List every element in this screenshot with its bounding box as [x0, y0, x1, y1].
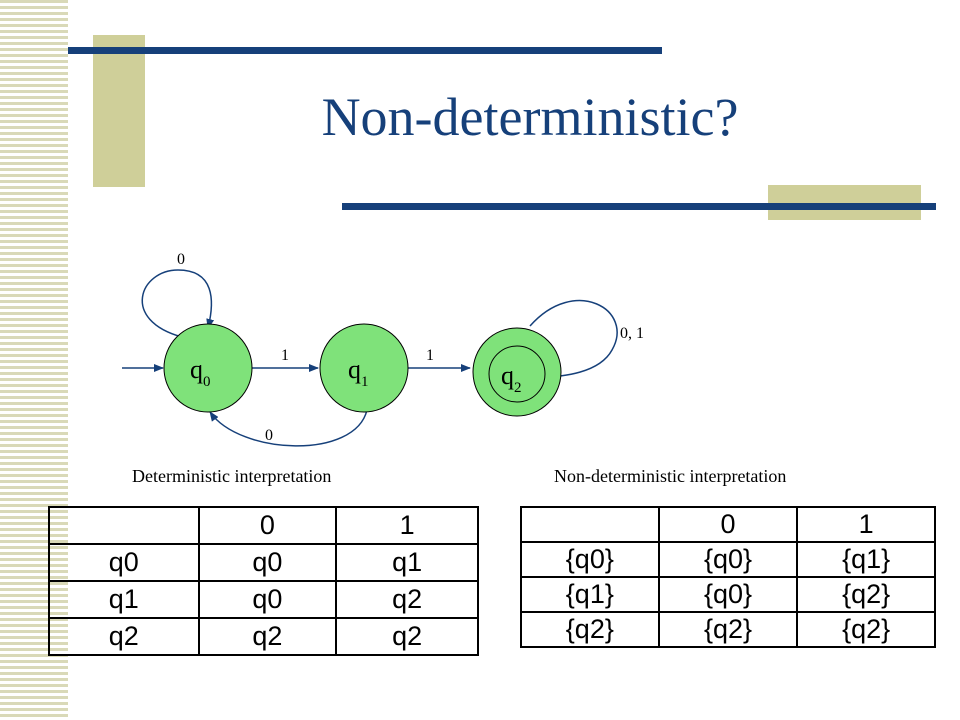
header-cell-corner	[520, 506, 660, 543]
table-row: q1 q0 q2	[48, 580, 479, 619]
slide-title: Non-deterministic?	[321, 87, 739, 147]
table-cell: {q0}	[657, 576, 799, 613]
header-cell-input-1: 1	[796, 506, 936, 543]
label-q2-self: 0, 1	[620, 325, 644, 342]
header-cell-input-0: 0	[657, 506, 799, 543]
table-row: q2 q2 q2	[48, 617, 479, 656]
state-cell: q0	[48, 543, 200, 582]
label-q1-to-q2: 1	[426, 347, 434, 364]
edge-q1-to-q0	[209, 409, 368, 447]
title-accent-block-right	[768, 185, 921, 220]
table-row: {q1} {q0} {q2}	[520, 576, 936, 613]
table-cell: {q1}	[796, 541, 936, 578]
title-rule-top	[68, 47, 662, 54]
title-accent-block-left	[93, 35, 145, 187]
table-cell: {q0}	[657, 541, 799, 578]
header-cell-input-1: 1	[335, 506, 479, 545]
table-cell: {q2}	[796, 611, 936, 648]
table-row: {q2} {q2} {q2}	[520, 611, 936, 648]
state-cell: q2	[48, 617, 200, 656]
table-header-row: 0 1	[520, 506, 936, 543]
state-q2-subscript: 2	[514, 380, 522, 396]
state-cell: {q1}	[520, 576, 660, 613]
title-rule-bottom	[342, 203, 936, 210]
table-cell: q0	[197, 543, 338, 582]
state-q2-accepting: q 2	[472, 327, 562, 417]
state-q1-label: q	[348, 355, 361, 384]
label-q0-to-q1: 1	[281, 347, 289, 364]
state-cell: {q0}	[520, 541, 660, 578]
deterministic-transition-table: 0 1 q0 q0 q1 q1 q0 q2 q2 q2 q2	[48, 506, 479, 656]
label-q1-to-q0: 0	[265, 427, 273, 444]
state-q2-label: q	[501, 361, 514, 390]
table-row: q0 q0 q1	[48, 543, 479, 582]
caption-deterministic: Deterministic interpretation	[132, 466, 332, 486]
edge-q2-self-loop	[529, 299, 618, 382]
state-q1-subscript: 1	[361, 374, 369, 390]
table-cell: {q2}	[657, 611, 799, 648]
table-cell: q0	[197, 580, 338, 619]
table-cell: q2	[197, 617, 338, 656]
label-q0-self: 0	[177, 251, 185, 268]
state-q1: q 1	[319, 323, 409, 413]
table-row: {q0} {q0} {q1}	[520, 541, 936, 578]
table-cell: {q2}	[796, 576, 936, 613]
nondeterministic-transition-table: 0 1 {q0} {q0} {q1} {q1} {q0} {q2} {q2} {…	[520, 506, 936, 648]
state-q0-subscript: 0	[203, 374, 211, 390]
header-cell-input-0: 0	[197, 506, 338, 545]
table-header-row: 0 1	[48, 506, 479, 545]
table-cell: q2	[335, 580, 479, 619]
edge-q0-self-loop	[141, 269, 215, 338]
header-cell-corner	[48, 506, 200, 545]
state-q0-label: q	[190, 355, 203, 384]
caption-nondeterministic: Non-deterministic interpretation	[554, 466, 787, 486]
state-q0: q 0	[163, 323, 253, 413]
table-cell: q2	[335, 617, 479, 656]
table-cell: q1	[335, 543, 479, 582]
state-cell: q1	[48, 580, 200, 619]
state-cell: {q2}	[520, 611, 660, 648]
